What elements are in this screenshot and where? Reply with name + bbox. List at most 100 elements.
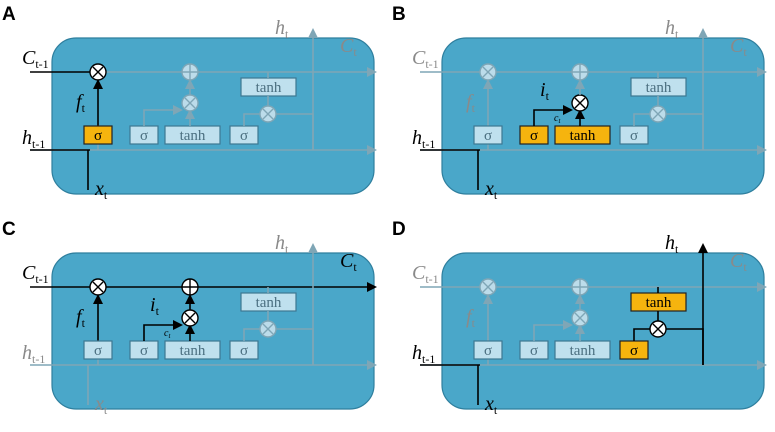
c-prev-label: Ct-1 — [22, 262, 49, 286]
h-prev-label-subscript: t-1 — [32, 137, 45, 151]
forget-label: ft — [76, 306, 86, 330]
panel-letter: A — [2, 4, 16, 25]
candidate-label-sub: t — [168, 332, 171, 340]
input-label-subscript: t — [156, 304, 160, 318]
cell-body — [51, 37, 375, 195]
h-prev-label: ht-1 — [412, 342, 435, 366]
x-input-label-base: x — [94, 178, 104, 200]
h-prev-label-base: h — [412, 342, 422, 364]
x-input-label-base: x — [94, 393, 104, 415]
c-next-label-base: C — [340, 250, 354, 272]
x-input-label: xt — [94, 393, 108, 417]
h-next-label-base: h — [665, 17, 675, 39]
cell-plus-plus — [572, 279, 588, 295]
input-multiply-cross — [184, 97, 196, 109]
forget-label: ft — [466, 91, 476, 115]
c-prev-label-base: C — [412, 47, 426, 69]
h-prev-label: ht-1 — [412, 127, 435, 151]
forget-label-subscript: t — [82, 316, 86, 330]
c-prev-label: Ct-1 — [412, 47, 439, 71]
input-multiply-cross — [574, 97, 586, 109]
forget-label-base: f — [466, 306, 474, 328]
c-prev-label-subscript: t-1 — [425, 272, 438, 286]
candidate-gate-label: tanh — [180, 128, 206, 144]
forget-multiply-cross — [92, 281, 104, 293]
input-gate-label: σ — [530, 128, 538, 144]
h-next-label-subscript: t — [285, 242, 289, 256]
x-input-label-subscript: t — [104, 403, 108, 417]
h-prev-label-subscript: t-1 — [32, 352, 45, 366]
candidate-gate-box — [554, 125, 611, 145]
h-next-label: ht — [275, 17, 289, 41]
c-next-label: Ct — [730, 250, 747, 274]
h-prev-label: ht-1 — [22, 342, 45, 366]
x-input-label: xt — [484, 178, 498, 202]
input-to-mult-line — [533, 320, 573, 341]
h-next-label-subscript: t — [285, 27, 289, 41]
cell-plus-plus — [182, 279, 198, 295]
cell-body — [441, 37, 765, 195]
output-multiply-cross — [262, 108, 274, 120]
input-gate-label: σ — [140, 128, 148, 144]
forget-multiply-cross — [92, 66, 104, 78]
forget-label-base: f — [76, 91, 84, 113]
candidate-label-base: c — [554, 113, 559, 124]
x-input-label-base: x — [484, 178, 494, 200]
input-gate-label: σ — [140, 343, 148, 359]
output-gate-label: σ — [630, 128, 638, 144]
h-prev-label-base: h — [22, 342, 32, 364]
cell-plus-plus — [572, 64, 588, 80]
forget-gate-box — [83, 340, 113, 360]
forget-label: ft — [76, 91, 86, 115]
input-label: it — [540, 79, 550, 103]
output-tanh-label: tanh — [646, 80, 672, 96]
x-input-label-subscript: t — [104, 188, 108, 202]
candidate-gate-box — [554, 340, 611, 360]
h-prev-label-subscript: t-1 — [422, 137, 435, 151]
h-next-label: ht — [275, 232, 289, 256]
c-next-label: Ct — [340, 35, 357, 59]
c-next-label-base: C — [730, 35, 744, 57]
output-gate-label: σ — [630, 343, 638, 359]
c-prev-label-base: C — [412, 262, 426, 284]
forget-gate-label: σ — [94, 128, 102, 144]
output-multiply-cross — [652, 108, 664, 120]
output-tanh-label: tanh — [646, 295, 672, 311]
output-tanh-label: tanh — [256, 295, 282, 311]
x-input-label: xt — [94, 178, 108, 202]
forget-label-subscript: t — [82, 101, 86, 115]
c-prev-label-subscript: t-1 — [425, 57, 438, 71]
x-input-label-base: x — [484, 393, 494, 415]
x-input-label: xt — [484, 393, 498, 417]
candidate-label-base: c — [164, 328, 169, 339]
panel-letter: C — [2, 219, 16, 240]
input-to-mult-line — [143, 105, 183, 126]
c-next-label-subscript: t — [743, 45, 747, 59]
c-next-label: Ct — [730, 35, 747, 59]
c-next-label: Ct — [340, 250, 357, 274]
output-gate-label: σ — [240, 343, 248, 359]
h-next-label-base: h — [275, 17, 285, 39]
candidate-gate-box — [164, 125, 221, 145]
cell-plus-plus — [182, 64, 198, 80]
c-prev-label-base: C — [22, 262, 36, 284]
c-prev-label: Ct-1 — [412, 262, 439, 286]
forget-label-base: f — [466, 91, 474, 113]
h-prev-label-subscript: t-1 — [422, 352, 435, 366]
output-gate-label: σ — [240, 128, 248, 144]
forget-label-subscript: t — [472, 101, 476, 115]
candidate-label-sub: t — [558, 117, 561, 125]
h-prev-label-base: h — [412, 127, 422, 149]
candidate-gate-label: tanh — [180, 343, 206, 359]
c-next-label-subscript: t — [353, 260, 357, 274]
input-to-mult-line — [533, 105, 573, 126]
output-multiply-cross — [262, 323, 274, 335]
h-next-label-subscript: t — [675, 27, 679, 41]
x-input-label-subscript: t — [494, 188, 498, 202]
panel-letter: D — [392, 219, 406, 240]
c-prev-label-subscript: t-1 — [35, 272, 48, 286]
cell-body — [51, 252, 375, 410]
